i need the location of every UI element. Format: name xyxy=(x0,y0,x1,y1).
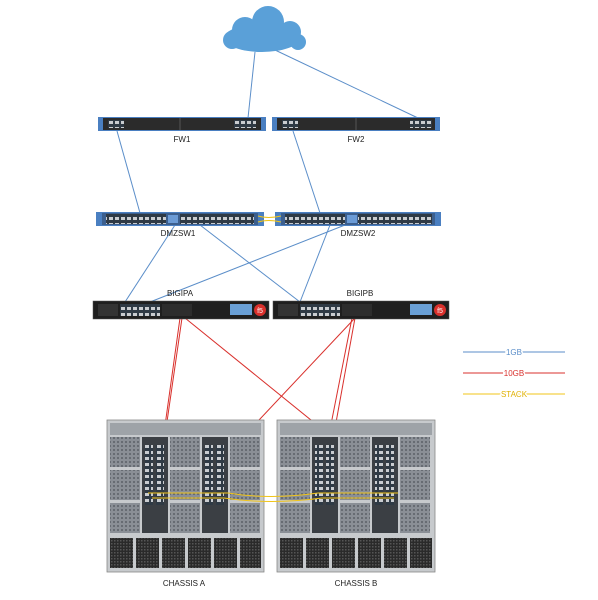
blade-chassis-icon xyxy=(276,419,436,573)
link-stack-chassis xyxy=(148,492,398,502)
legend-item-10gb: 10GB xyxy=(463,368,565,380)
link-dmzsw1-bigipa xyxy=(124,224,176,303)
switch-icon xyxy=(96,212,264,226)
dmzsw1-label: DMZSW1 xyxy=(161,229,196,238)
legend-label-stack: STACK xyxy=(501,390,528,399)
load-balancer-bigipb[interactable]: BIGIPB f5 xyxy=(272,289,450,320)
cloud-icon xyxy=(223,6,306,52)
chassis-a[interactable]: CHASSIS A xyxy=(106,419,265,588)
dmzsw2-label: DMZSW2 xyxy=(341,229,376,238)
blade-chassis-icon xyxy=(106,419,265,573)
load-balancer-icon: f5 xyxy=(272,300,450,320)
legend-label-1gb: 1GB xyxy=(506,348,522,357)
switch-dmzsw2[interactable]: DMZSW2 xyxy=(275,212,441,238)
svg-text:f5: f5 xyxy=(257,308,263,315)
link-dmzsw2-bigipb xyxy=(299,224,331,303)
firewall-icon xyxy=(272,117,440,131)
switch-dmzsw1[interactable]: DMZSW1 xyxy=(96,212,264,238)
chassis-b-label: CHASSIS B xyxy=(335,579,378,588)
link-cloud-fw2 xyxy=(274,49,419,119)
legend-item-stack: STACK xyxy=(463,389,565,401)
legend-label-10gb: 10GB xyxy=(504,369,524,378)
svg-text:f5: f5 xyxy=(437,308,443,315)
links-1gb xyxy=(116,49,419,303)
load-balancer-icon: f5 xyxy=(92,300,270,320)
chassis-b[interactable]: CHASSIS B xyxy=(276,419,436,588)
bigipa-label: BIGIPA xyxy=(167,289,194,298)
link-dmzsw1-bigipb xyxy=(199,224,301,303)
firewall-fw1[interactable]: FW1 xyxy=(98,117,266,144)
fw1-label: FW1 xyxy=(174,135,191,144)
link-stack-dmzsw xyxy=(257,215,282,223)
legend: 1GB 10GB STACK xyxy=(463,347,565,401)
chassis-a-label: CHASSIS A xyxy=(163,579,206,588)
link-fw2-dmzsw2 xyxy=(292,130,321,214)
link-fw1-dmzsw1 xyxy=(116,130,141,214)
fw2-label: FW2 xyxy=(348,135,365,144)
load-balancer-bigipa[interactable]: BIGIPA f5 xyxy=(92,289,270,320)
bigipb-label: BIGIPB xyxy=(347,289,374,298)
firewall-icon xyxy=(98,117,266,131)
link-dmzsw2-bigipa xyxy=(149,224,346,303)
switch-icon xyxy=(275,212,441,226)
firewall-fw2[interactable]: FW2 xyxy=(272,117,440,144)
link-cloud-fw1 xyxy=(247,51,256,119)
legend-item-1gb: 1GB xyxy=(463,347,565,359)
